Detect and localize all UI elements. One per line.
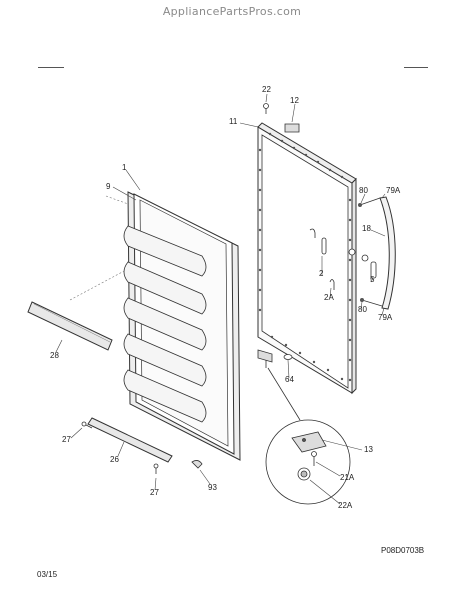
callout-1: 1 [122, 163, 127, 172]
callout-79A-lower: 79A [378, 313, 393, 322]
door-shelves [123, 225, 207, 423]
callout-2A: 2A [324, 293, 334, 302]
label-plate [284, 123, 300, 133]
shelf-bar-28 [27, 301, 113, 351]
header-rule-right [404, 67, 428, 68]
leader-lines [55, 93, 386, 505]
callout-93: 93 [208, 483, 217, 492]
callout-80-lower: 80 [358, 305, 367, 314]
callout-9: 9 [106, 182, 111, 191]
callout-22A: 22A [338, 501, 353, 510]
callout-13: 13 [364, 445, 373, 454]
liner-dashes [69, 195, 129, 301]
hinge-detail [265, 367, 351, 505]
callout-27-upper: 27 [62, 435, 71, 444]
callout-22: 22 [262, 85, 271, 94]
latch-parts [309, 228, 377, 290]
top-screw [263, 103, 269, 114]
watermark: AppliancePartsPros.com [162, 5, 302, 18]
callout-18: 18 [362, 224, 371, 233]
handle-screws [358, 203, 364, 302]
shelf-bar-26 [87, 417, 173, 463]
bottom-hinge [257, 349, 293, 368]
callout-2: 2 [319, 269, 324, 278]
callout-79A-upper: 79A [386, 186, 401, 195]
callout-12: 12 [290, 96, 299, 105]
callout-26: 26 [110, 455, 119, 464]
door-handle [359, 196, 396, 310]
outer-door-panel [257, 122, 357, 395]
callout-64: 64 [285, 375, 294, 384]
footer-date: 03/15 [37, 570, 58, 579]
diagram-code: P08D0703B [381, 546, 425, 555]
callout-5: 5 [370, 275, 375, 284]
cap-93 [191, 460, 203, 469]
callout-21A: 21A [340, 473, 355, 482]
callout-80-upper: 80 [359, 186, 368, 195]
outer-door-screws [258, 132, 352, 382]
callout-11: 11 [229, 117, 238, 126]
bar-screws [81, 421, 159, 474]
callout-28: 28 [50, 351, 59, 360]
callout-27-lower: 27 [150, 488, 159, 497]
header-rule-left [38, 67, 64, 68]
